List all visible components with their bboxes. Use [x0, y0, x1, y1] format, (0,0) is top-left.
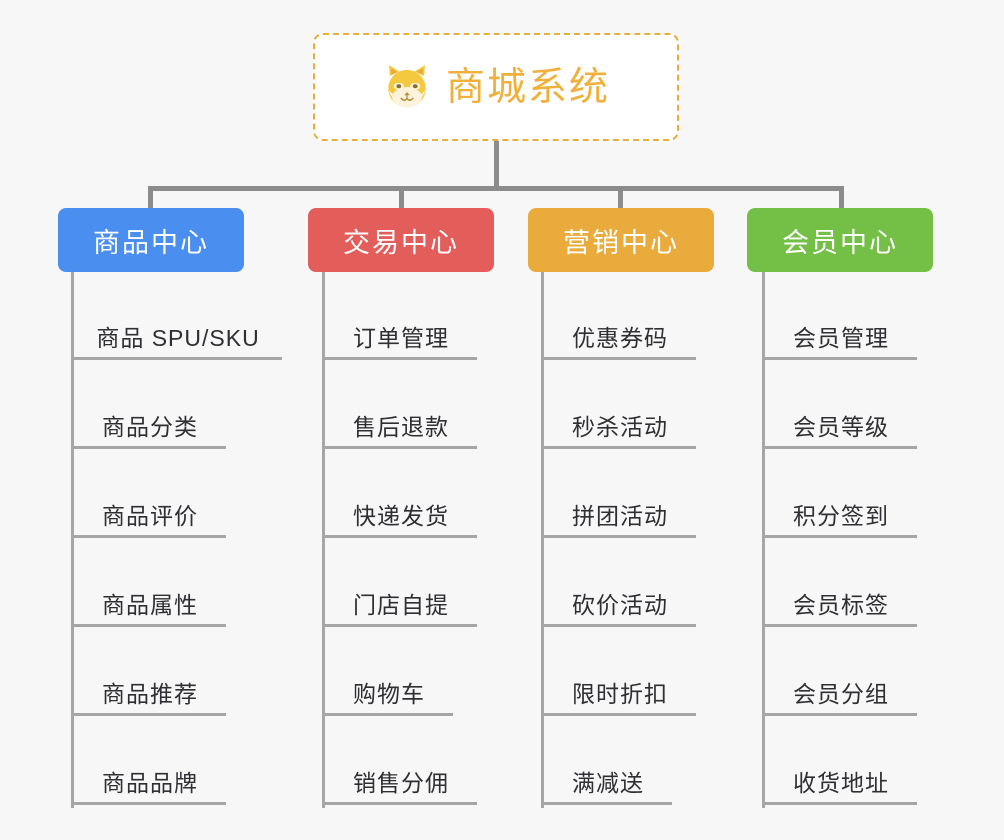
leaf-item-label: 商品属性 [102, 591, 198, 618]
connector-root-stem [494, 141, 499, 189]
leaf-item[interactable]: 商品分类 [74, 361, 226, 449]
leaf-item-label: 秒杀活动 [572, 413, 668, 440]
leaf-item[interactable]: 商品品牌 [74, 717, 226, 805]
root-node-title: 商城系统 [445, 65, 610, 109]
root-node-shop-system[interactable]: 商城系统 [313, 33, 679, 141]
leaf-item-label: 会员分组 [793, 680, 889, 707]
leaf-item-label: 销售分佣 [353, 769, 449, 796]
category-box-2[interactable]: 营销中心 [528, 208, 714, 272]
leaf-spine-3 [762, 272, 765, 808]
leaf-spine-0 [71, 272, 74, 808]
leaf-spine-1 [322, 272, 325, 808]
leaf-item[interactable]: 商品属性 [74, 539, 226, 627]
connector-horizontal-bus [148, 186, 844, 191]
category-title-2: 营销中心 [563, 227, 679, 258]
leaf-item[interactable]: 会员管理 [765, 272, 917, 360]
leaf-item-label: 商品品牌 [102, 769, 198, 796]
leaf-item-label: 会员标签 [793, 591, 889, 618]
leaf-item-label: 会员管理 [793, 324, 889, 351]
leaf-item-label: 拼团活动 [572, 502, 668, 529]
shiba-dog-icon [388, 65, 426, 108]
leaf-item-label: 订单管理 [353, 324, 449, 351]
leaf-item[interactable]: 商品 SPU/SKU [74, 272, 282, 360]
leaf-item[interactable]: 门店自提 [325, 539, 477, 627]
leaf-item[interactable]: 限时折扣 [544, 628, 696, 716]
connector-drop-col-1 [399, 186, 404, 210]
category-title-3: 会员中心 [782, 227, 898, 258]
leaf-item[interactable]: 会员分组 [765, 628, 917, 716]
leaf-item-label: 商品评价 [102, 502, 198, 529]
leaf-item[interactable]: 会员等级 [765, 361, 917, 449]
leaf-item[interactable]: 砍价活动 [544, 539, 696, 627]
leaf-item[interactable]: 满减送 [544, 717, 672, 805]
leaf-item[interactable]: 售后退款 [325, 361, 477, 449]
category-box-0[interactable]: 商品中心 [58, 208, 244, 272]
category-title-1: 交易中心 [343, 227, 459, 258]
leaf-item-label: 购物车 [353, 680, 425, 707]
leaf-item-label: 砍价活动 [572, 591, 668, 618]
leaf-item[interactable]: 商品推荐 [74, 628, 226, 716]
leaf-item[interactable]: 积分签到 [765, 450, 917, 538]
leaf-item-label: 门店自提 [353, 591, 449, 618]
leaf-item[interactable]: 秒杀活动 [544, 361, 696, 449]
leaf-item-label: 商品 SPU/SKU [96, 324, 260, 351]
leaf-item[interactable]: 订单管理 [325, 272, 477, 360]
leaf-item-label: 商品推荐 [102, 680, 198, 707]
connector-drop-col-2 [618, 186, 623, 210]
leaf-item-label: 优惠券码 [572, 324, 668, 351]
leaf-spine-2 [541, 272, 544, 808]
connector-drop-col-3 [839, 186, 844, 210]
leaf-item-label: 积分签到 [793, 502, 889, 529]
leaf-item[interactable]: 优惠券码 [544, 272, 696, 360]
leaf-item[interactable]: 购物车 [325, 628, 453, 716]
leaf-item-label: 收货地址 [793, 769, 889, 796]
leaf-item[interactable]: 会员标签 [765, 539, 917, 627]
category-title-0: 商品中心 [93, 227, 209, 258]
leaf-item[interactable]: 收货地址 [765, 717, 917, 805]
leaf-item-label: 商品分类 [102, 413, 198, 440]
leaf-item-label: 售后退款 [353, 413, 449, 440]
leaf-item[interactable]: 商品评价 [74, 450, 226, 538]
leaf-item-label: 快递发货 [353, 502, 449, 529]
leaf-item-label: 会员等级 [793, 413, 889, 440]
leaf-item[interactable]: 拼团活动 [544, 450, 696, 538]
leaf-item-label: 满减送 [572, 769, 644, 796]
leaf-item[interactable]: 销售分佣 [325, 717, 477, 805]
leaf-item[interactable]: 快递发货 [325, 450, 477, 538]
category-box-1[interactable]: 交易中心 [308, 208, 494, 272]
leaf-item-label: 限时折扣 [572, 680, 668, 707]
connector-drop-col-0 [148, 186, 153, 210]
category-box-3[interactable]: 会员中心 [747, 208, 933, 272]
